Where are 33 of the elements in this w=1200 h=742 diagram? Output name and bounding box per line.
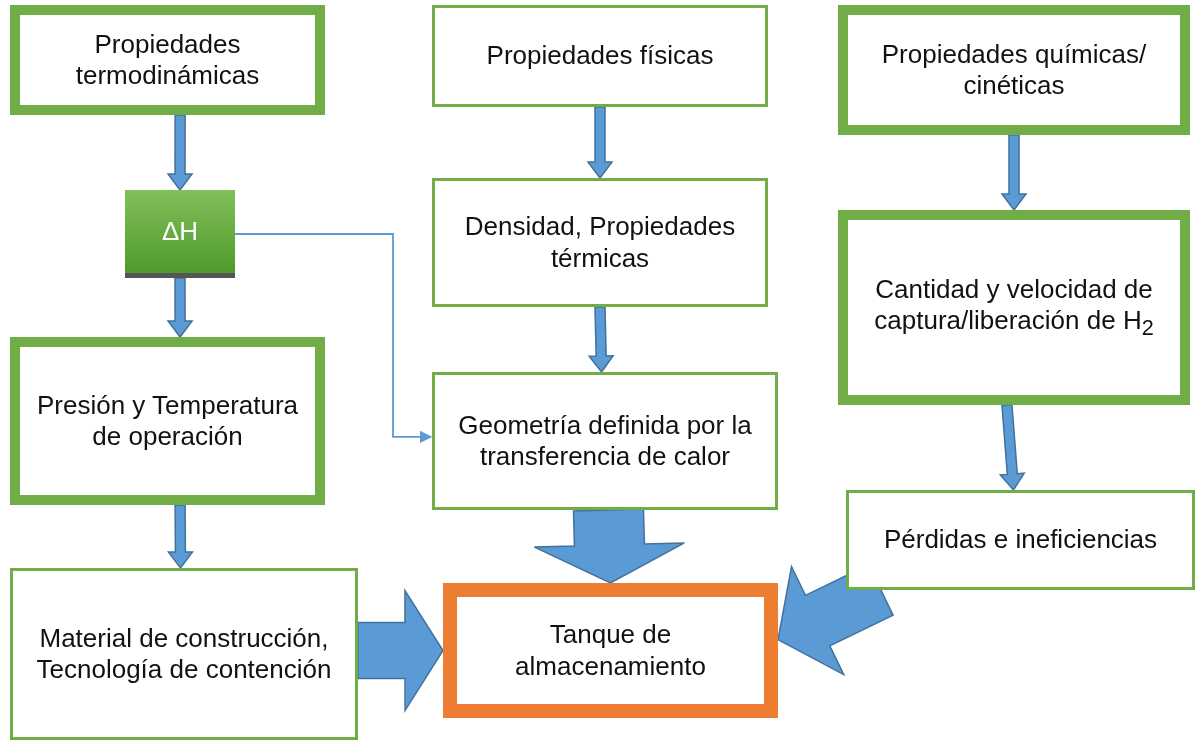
process-box xyxy=(125,190,235,278)
box-label: Presión y Temperatura de operación xyxy=(35,389,300,453)
box-label: Densidad, Propiedades térmicas xyxy=(463,211,737,274)
block-arrow xyxy=(533,508,686,584)
arrow xyxy=(234,233,433,444)
box-label: Pérdidas e ineficiencias xyxy=(882,524,1159,556)
block-arrow xyxy=(166,504,194,570)
process-box xyxy=(838,5,1190,135)
block-arrow xyxy=(998,403,1026,492)
block-arrow xyxy=(357,587,444,714)
block-arrow xyxy=(777,563,895,677)
process-box xyxy=(10,337,325,505)
box-label: Propiedades termodinámicas xyxy=(74,28,261,92)
block-arrow xyxy=(166,277,194,339)
process-box xyxy=(432,372,778,510)
box-label: Tanque de almacenamiento xyxy=(514,619,707,682)
process-box xyxy=(846,490,1195,590)
process-box xyxy=(10,568,358,740)
target-box xyxy=(443,583,778,718)
process-box xyxy=(10,5,325,115)
process-box xyxy=(838,210,1190,405)
box-label: Propiedades químicas/ cinéticas xyxy=(880,38,1148,102)
block-arrow xyxy=(1000,134,1028,212)
block-arrow xyxy=(586,106,614,180)
process-box xyxy=(432,5,768,107)
block-arrow xyxy=(166,114,194,192)
block-arrow xyxy=(587,306,615,374)
box-label: Material de construcción, Tecnología de contención xyxy=(35,622,333,686)
box-label: Geometría definida por la transferencia de calor xyxy=(457,409,753,473)
box-label: Cantidad y velocidad de captura/liberación de H$_{2}$ xyxy=(873,273,1155,342)
process-box xyxy=(432,178,768,307)
box-label: Propiedades físicas xyxy=(485,40,715,72)
box-label: ΔH xyxy=(160,215,200,248)
